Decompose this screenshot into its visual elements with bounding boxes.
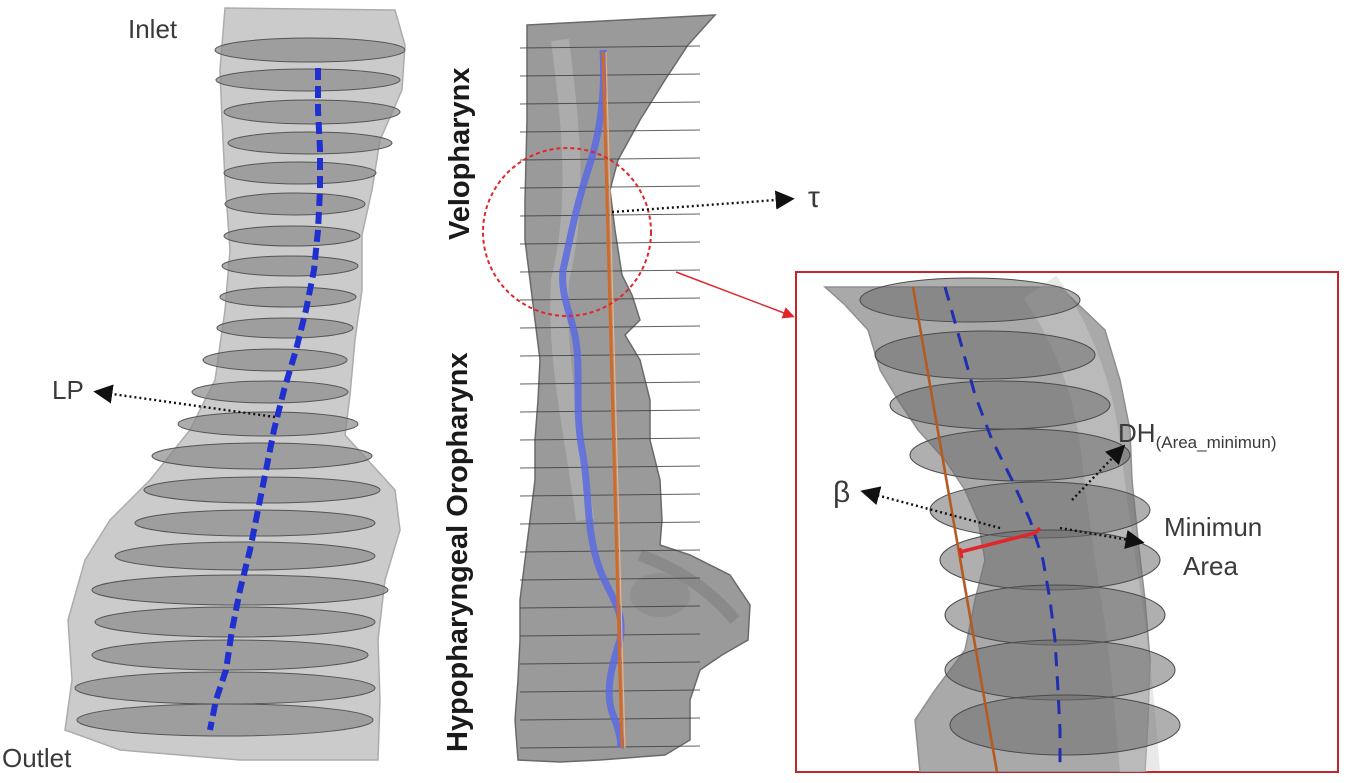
- middle-slice-line-25: [519, 745, 701, 749]
- left-cross-sections: [74, 37, 406, 737]
- middle-slice-line-13: [519, 409, 701, 413]
- middle-airway-model: [514, 14, 751, 763]
- beta-label: β: [833, 476, 851, 509]
- region-label: Hypopharyngeal Oropharynx: [442, 352, 474, 752]
- left-slice-9: [216, 317, 354, 339]
- left-slice-8: [219, 286, 357, 308]
- middle-slice-line-1: [519, 73, 701, 77]
- middle-slice-line-24: [519, 717, 701, 721]
- left-slice-12: [177, 411, 359, 437]
- middle-slice-line-2: [519, 101, 701, 105]
- left-centerline: [207, 68, 323, 731]
- zoom-panel: [795, 271, 1339, 773]
- left-slice-0: [214, 37, 406, 63]
- left-slice-1: [215, 68, 401, 92]
- middle-slice-line-17: [519, 521, 701, 525]
- zoom-tau-line: [911, 286, 999, 772]
- middle-slice-line-0: [519, 45, 701, 49]
- zoom-centerline: [943, 286, 1062, 772]
- middle-slice-line-20: [519, 605, 701, 609]
- zoom-slice-8: [949, 694, 1181, 756]
- middle-airway-outline: [514, 14, 751, 763]
- middle-tau-line: [601, 51, 624, 749]
- middle-slice-line-15: [519, 465, 701, 469]
- zoom-cross-sections: [859, 277, 1181, 756]
- middle-slice-line-18: [519, 549, 701, 553]
- zoom-connector-arrow: [675, 271, 795, 319]
- tau-arrow: [611, 190, 795, 214]
- left-slice-11: [191, 380, 349, 404]
- left-slice-21: [76, 703, 374, 737]
- middle-slice-line-12: [519, 381, 701, 385]
- middle-slice-line-21: [519, 633, 701, 637]
- zoom-slice-3: [909, 428, 1131, 482]
- left-slice-10: [202, 348, 348, 372]
- middle-slice-line-16: [519, 493, 701, 497]
- left-slice-6: [223, 225, 361, 247]
- minimum-area-label-line1: Minimun: [1164, 512, 1263, 542]
- lp-label: LP: [52, 375, 84, 405]
- left-slice-2: [223, 99, 401, 125]
- zoom-slice-0: [859, 277, 1081, 323]
- left-slice-5: [224, 192, 366, 216]
- left-slice-3: [227, 131, 393, 155]
- zoom-slice-2: [889, 380, 1111, 430]
- middle-centerline: [559, 49, 625, 749]
- inlet-label: Inlet: [128, 14, 178, 44]
- zoom-slice-1: [874, 330, 1096, 380]
- velopharynx-label: Velopharynx: [444, 67, 476, 240]
- middle-slice-line-4: [519, 157, 701, 161]
- outlet-label: Outlet: [2, 743, 72, 773]
- min-area-arrow: [1059, 526, 1145, 549]
- tau-label: τ: [808, 181, 820, 214]
- middle-slice-line-19: [519, 577, 701, 581]
- middle-slice-line-14: [519, 437, 701, 441]
- left-slice-7: [221, 255, 359, 277]
- left-airway-model: [64, 7, 406, 761]
- dh-label: DH(Area_minimun): [1118, 418, 1277, 452]
- middle-slice-line-3: [519, 129, 701, 133]
- beta-marker: [959, 526, 1042, 554]
- dh-subscript: (Area_minimun): [1155, 433, 1277, 452]
- dh-main-text: DH: [1118, 418, 1156, 448]
- middle-slice-line-7: [519, 241, 701, 245]
- dh-arrow: [1071, 444, 1126, 501]
- beta-arrow: [860, 486, 1001, 530]
- minimum-area-label-line2: Area: [1183, 551, 1238, 581]
- zoom-region-circle: [482, 147, 652, 317]
- zoom-slice-5: [939, 529, 1161, 591]
- left-slice-4: [223, 161, 377, 185]
- left-slice-13: [151, 442, 373, 470]
